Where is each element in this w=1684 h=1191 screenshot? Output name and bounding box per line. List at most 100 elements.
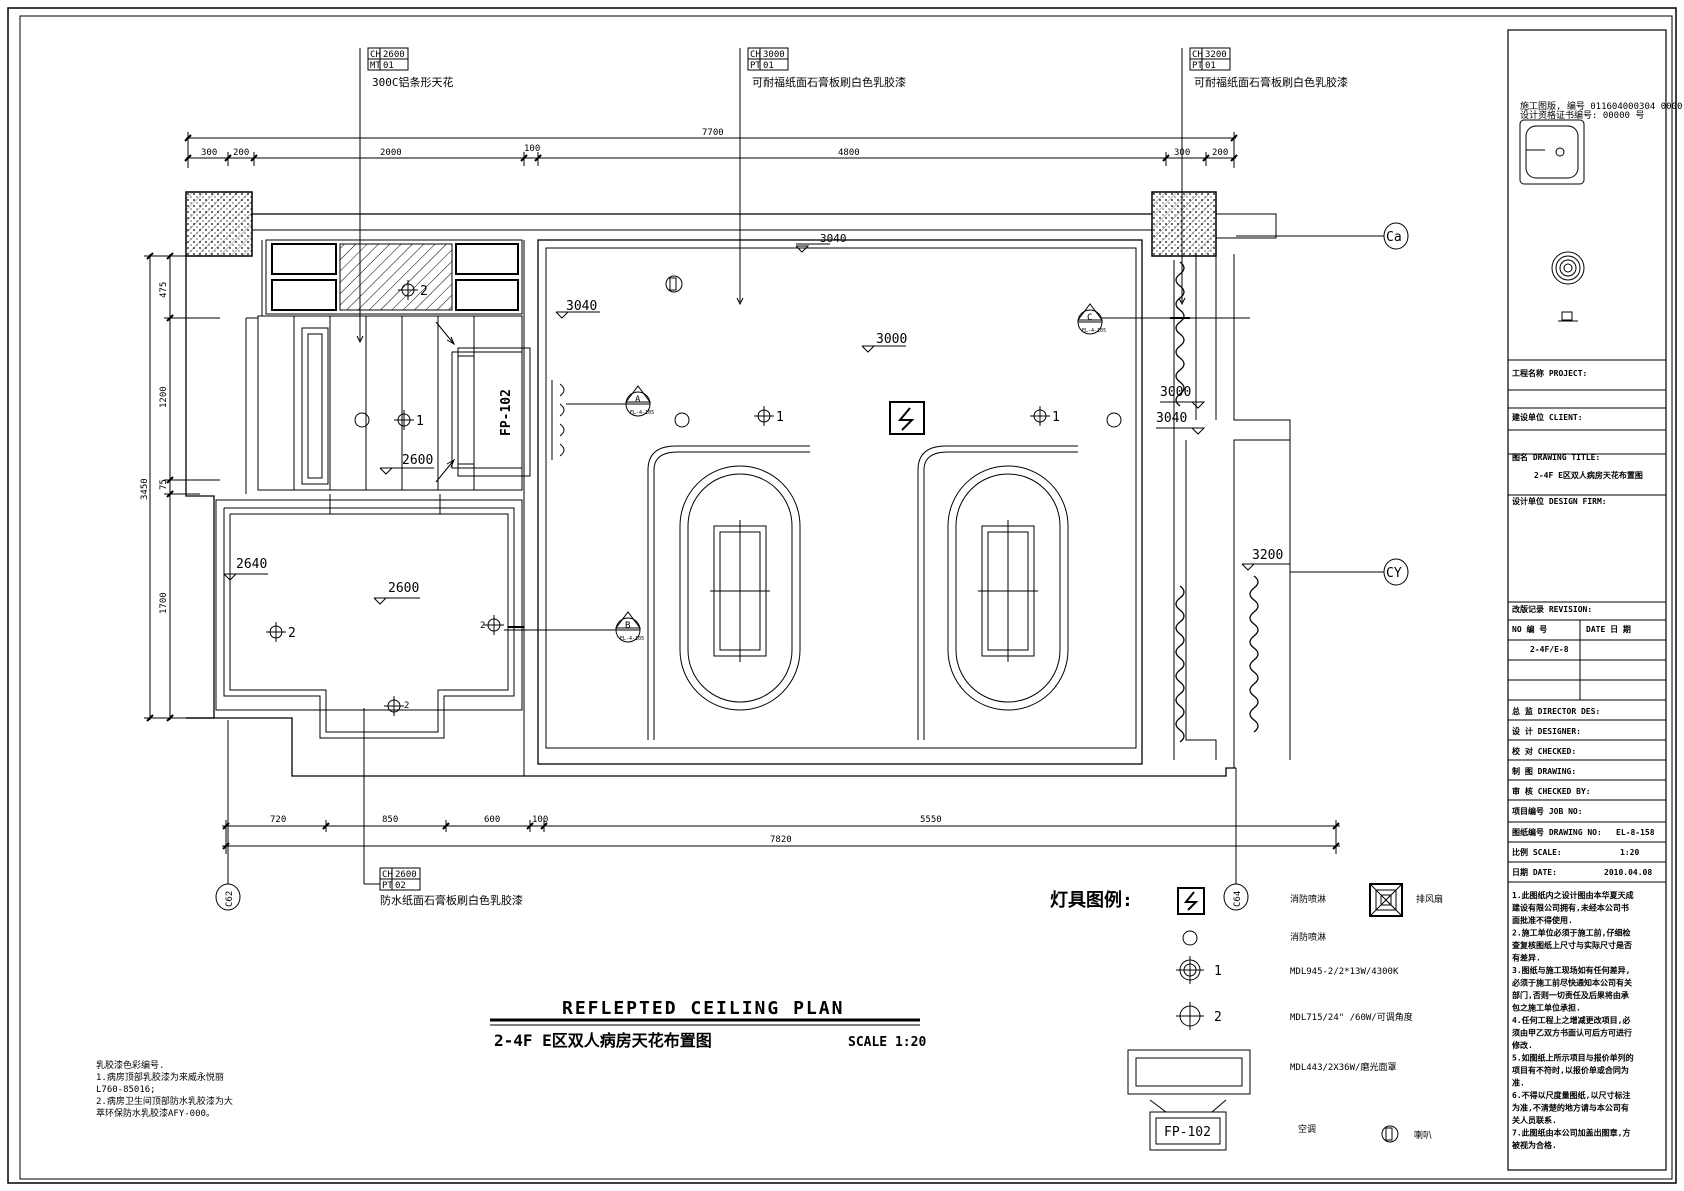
top-dimensions: 7700 300 200 2000 100 4800 300 200 [184,128,1238,168]
section-b-letter: B [625,621,630,631]
material-tag-4: CH 2600 PT 02 防水纸面石膏板刷白色乳胶漆 [363,708,523,907]
ceiling-heights: 3040 3040 3000 3000 3040 2600 2640 2600 … [223,232,1290,605]
revision-label: 改版记录 REVISION: [1512,604,1592,614]
sprinkler-icon [354,412,370,428]
remarks-line: 有差异. [1512,953,1541,963]
checked-by-label: 审 核 CHECKED BY: [1512,786,1591,796]
downlight-1-icon: 2 [398,280,428,300]
structure: FP-102 [185,191,1291,777]
rev-no-header: NO 编 号 [1512,624,1547,634]
height-3040: 3040 [566,299,597,314]
legend-n1: 1 [1214,964,1222,979]
drawing-label: 制 图 DRAWING: [1512,766,1576,776]
bathroom-outline [215,499,523,711]
legend-fan-coil-icon: FP-102 [1127,1049,1251,1151]
bottom-dimensions: 720 850 600 100 5550 7820 [222,815,1340,854]
tag-4-note: 防水纸面石膏板刷白色乳胶漆 [380,893,523,907]
curtain-track-lower-a [1175,585,1185,743]
legend-speaker: 喇叭 [1414,1129,1432,1141]
dim-left-total: 3450 [140,478,150,500]
project-label: 工程名称 PROJECT: [1512,368,1587,378]
section-marker-b: B EL-4-105 [504,611,644,643]
rev-no-value: 2-4F/E-8 [1530,645,1569,654]
remarks-line: 5.如图纸上所示项目与报价单列的 [1512,1053,1634,1063]
grid-bubble-c64 [1223,883,1249,911]
legend-l1: MDL945-2/2*13W/4300K [1290,967,1399,977]
date-value: 2010.04.08 [1604,868,1652,877]
height-3200: 3200 [1252,548,1283,563]
legend-downlight-1-icon [1176,956,1204,984]
remarks-line: 建设有限公司拥有,未经本公司书 [1511,903,1629,913]
tag-1-value-b: 01 [383,61,394,71]
paint-notes: 乳胶漆色彩编号.1.病房顶部乳胶漆为来威永悦丽L760-85016;2.病房卫生… [96,1059,233,1119]
dim-top-seg: 300 [201,148,217,158]
legend-sprinkler-icon [1182,930,1198,946]
tag-3-value-b: 01 [1205,61,1216,71]
stamp-logo [1519,119,1585,185]
downlight-3-icon: 1 [754,406,784,426]
tag-3-code-b: PT [1192,61,1203,71]
scale-value: 1:20 [1620,848,1639,857]
rev-date-header: DATE 日 期 [1586,624,1631,634]
tag-2-code-b: PT [750,61,761,71]
fixture-type-label: 2 [404,701,409,711]
grid-bubble-ca [1383,222,1409,250]
height-2600: 2600 [388,581,419,596]
concentric-seal-icon [1551,251,1585,322]
remarks-line: 为准,不清楚的地方请与本公司有 [1512,1103,1629,1113]
tag-4-code-b: PT [382,881,393,891]
plan-title: REFLEPTED CEILING PLAN 2-4F E区双人病房天花布置图 … [490,998,926,1050]
legend: 灯具图例: 消防喷淋 排风扇 消防喷淋 1 MDL945-2/2*13W/430… [1050,883,1443,1151]
material-tag-2: CH 3000 PT 01 可耐福纸面石膏板刷白色乳胶漆 [736,47,906,306]
remarks-line: 必须于施工前尽快通知本公司有关 [1511,978,1632,988]
legend-n2: 2 [1214,1010,1222,1025]
outer-frame [7,7,1677,1184]
dim-bottom-seg: 720 [270,815,286,825]
drawing-title-label: 图名 DRAWING TITLE: [1512,452,1600,462]
legend-title: 灯具图例: [1050,889,1133,911]
legend-smoke: 消防喷淋 [1290,931,1326,943]
remarks-line: 修改. [1511,1040,1533,1050]
bed-ceiling-right [917,445,1078,740]
job-no-label: 项目编号 JOB NO: [1512,806,1583,816]
curtain-track-lower-b [1249,575,1259,733]
drawing-no-value: EL-8-158 [1616,828,1655,837]
section-marker-c: C EL-4-105 [1077,303,1250,335]
wardrobe-ceiling [265,239,523,315]
remarks-line: 3.图纸与施工现场如有任何差异, [1512,965,1630,975]
bed-ceiling-left [647,445,810,740]
tag-4-value-a: 2600 [395,870,417,880]
dim-bottom-seg: 850 [382,815,398,825]
legend-smoke-detector-icon [1177,887,1205,915]
grid-bubble-c62 [215,883,241,911]
dim-left-seg: 475 [159,282,169,298]
fan-coil-unit: FP-102 [451,347,531,477]
notes-line: 乳胶漆色彩编号. [96,1059,164,1071]
sprinkler-icon [674,412,690,428]
entry-strip-ceiling [257,315,523,491]
grid-label-cy: CY [1386,566,1402,581]
section-a-ref: EL-4-105 [630,410,654,416]
material-tag-1: CH 2600 MT 01 300C铝条形天花 [356,47,454,344]
tag-2-note: 可耐福纸面石膏板刷白色乳胶漆 [752,75,906,89]
dim-left-seg: 1700 [159,592,169,614]
height-3040: 3040 [820,232,847,245]
tag-3-note: 可耐福纸面石膏板刷白色乳胶漆 [1194,75,1348,89]
downlight-2-icon: 1 [394,410,424,430]
legend-exhaust: 排风扇 [1416,893,1443,905]
material-tag-3: CH 3200 PT 01 可耐福纸面石膏板刷白色乳胶漆 [1178,47,1348,306]
dim-top-seg: 200 [1212,148,1228,158]
legend-speaker-icon [1381,1125,1399,1143]
legend-fp-label: FP-102 [1164,1125,1211,1140]
director-label: 总 监 DIRECTOR DES: [1512,706,1600,716]
left-dimensions: 3450 475 1200 75 1700 [140,252,220,722]
tag-2-value-b: 01 [763,61,774,71]
dim-bottom-seg: 100 [532,815,548,825]
fixture-type-label: 1 [776,410,784,425]
height-2600: 2600 [402,453,433,468]
legend-l3: MDL443/2X36W/磨光面罩 [1290,1061,1396,1073]
section-c-ref: EL-4-105 [1082,328,1106,334]
tag-1-note: 300C铝条形天花 [372,75,454,89]
wall-sconce-icons [551,380,565,460]
height-3000: 3000 [1160,385,1191,400]
